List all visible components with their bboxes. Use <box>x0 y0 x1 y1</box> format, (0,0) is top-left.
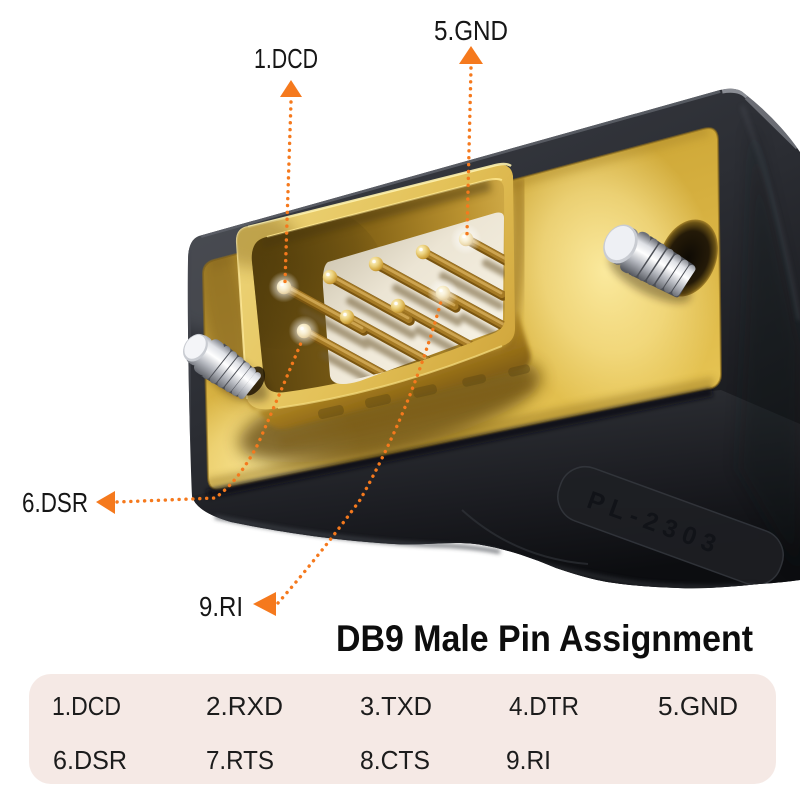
svg-text:1.DCD: 1.DCD <box>254 43 318 74</box>
svg-text:3.TXD: 3.TXD <box>360 691 432 721</box>
svg-text:6.DSR: 6.DSR <box>53 745 127 775</box>
svg-text:9.RI: 9.RI <box>199 591 243 622</box>
svg-text:5.GND: 5.GND <box>658 691 738 721</box>
svg-text:1.DCD: 1.DCD <box>52 691 121 721</box>
svg-text:5.GND: 5.GND <box>434 15 508 46</box>
svg-text:6.DSR: 6.DSR <box>22 487 88 518</box>
svg-text:8.CTS: 8.CTS <box>360 745 430 775</box>
svg-text:DB9 Male Pin Assignment: DB9 Male Pin Assignment <box>336 618 753 659</box>
svg-text:4.DTR: 4.DTR <box>509 691 579 721</box>
svg-text:9.RI: 9.RI <box>506 745 551 775</box>
svg-text:2.RXD: 2.RXD <box>206 691 283 721</box>
svg-text:7.RTS: 7.RTS <box>206 745 274 775</box>
